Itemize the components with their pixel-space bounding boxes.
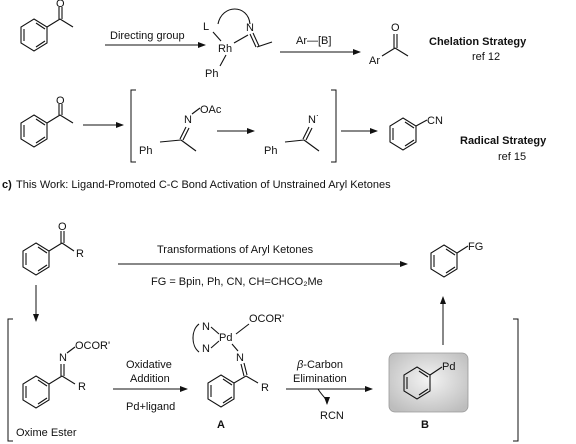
pd-ligand-label: Pd+ligand — [126, 401, 175, 413]
oxygen-label: O — [58, 221, 67, 233]
intermediate-B-label: B — [421, 419, 429, 431]
oxidative-label: Oxidative — [126, 359, 172, 371]
phenyl-label: Ph — [264, 145, 277, 157]
transformations-title: Transformations of Aryl Ketones — [157, 244, 314, 256]
phenyl-label: Ph — [139, 145, 152, 157]
left-bracket — [130, 89, 136, 163]
fg-label: FG — [468, 241, 483, 253]
rcn-label: RCN — [320, 410, 344, 422]
nitrogen-label: N — [236, 352, 244, 364]
mechanism-left-bracket — [7, 318, 13, 442]
functionalized-arene: FG — [430, 241, 483, 278]
palladium-complex-A: N N Pd OCOR' N R — [192, 313, 284, 408]
nitrogen-label: N — [246, 22, 254, 34]
phenyl-label: Ph — [205, 68, 218, 80]
acetophenone-2: O — [20, 95, 74, 148]
section-c-title: This Work: Ligand-Promoted C-C Bond Acti… — [16, 179, 391, 191]
fg-list: FG = Bpin, Ph, CN, CH=CHCO₂Me — [151, 276, 323, 288]
aryl-ketone-substrate: O R — [22, 221, 84, 276]
oxime-ester-label: Oxime Ester — [16, 427, 77, 439]
nitrogen-label: N — [59, 352, 67, 364]
aryl-pd-highlight-box — [388, 352, 469, 413]
elimination-label: Elimination — [293, 373, 347, 385]
acetophenone-1: O — [20, 0, 74, 52]
ar-label: Ar — [369, 55, 380, 67]
beta-carbon-label: β-Carbon — [296, 359, 343, 371]
oxime-acetate: N OAc Ph — [139, 104, 222, 157]
mechanism-right-bracket — [513, 318, 519, 442]
oxygen-label: O — [56, 0, 65, 10]
intermediate-A-label: A — [217, 419, 225, 431]
rhodacycle: L Rh N Ph — [203, 8, 273, 80]
this-work-scheme: O R Transformations of Aryl Ketones FG =… — [7, 221, 519, 442]
ocor-label: OCOR' — [75, 340, 110, 352]
chelation-strategy-title: Chelation Strategy — [429, 36, 527, 48]
section-c-label: c) — [2, 179, 12, 191]
aryl-ketone-product: Ar O — [369, 22, 409, 67]
beta-carbon-text: -Carbon — [303, 359, 343, 371]
oxygen-label: O — [56, 95, 65, 107]
cn-label: CN — [427, 115, 443, 127]
directing-group-label: Directing group — [110, 30, 185, 42]
pd-label: Pd — [219, 332, 232, 344]
pd-label: Pd — [442, 361, 455, 373]
ligand-n-label: N — [202, 343, 210, 355]
nitrogen-label: N — [184, 114, 192, 126]
oxime-ester: N OCOR' R — [22, 340, 110, 409]
ocor-label: OCOR' — [249, 313, 284, 325]
oxygen-label: O — [391, 22, 400, 34]
arylboron-reagent-label: Ar—[B] — [296, 35, 331, 47]
r-label: R — [261, 382, 269, 394]
right-bracket — [331, 89, 337, 163]
ligand-L-label: L — [203, 21, 209, 33]
section-c-heading: c) This Work: Ligand-Promoted C-C Bond A… — [2, 179, 391, 191]
r-label: R — [76, 248, 84, 260]
radical-strategy-title: Radical Strategy — [460, 135, 547, 147]
rcn-release-arrow — [317, 388, 330, 405]
iminyl-radical: N˙ Ph — [264, 114, 320, 157]
oac-label: OAc — [200, 104, 222, 116]
r-label: R — [78, 381, 86, 393]
rh-label: Rh — [218, 43, 232, 55]
beta-symbol: β — [296, 359, 304, 371]
radical-row: O N OAc Ph N˙ Ph — [20, 89, 547, 163]
radical-ref: ref 15 — [498, 151, 526, 163]
iminyl-nitrogen-label: N˙ — [308, 114, 320, 126]
benzonitrile: CN — [389, 115, 443, 151]
ligand-n-label: N — [202, 321, 210, 333]
chelation-row: O Directing group L Rh N Ph Ar—[B] Ar O — [20, 0, 527, 80]
chelation-ref: ref 12 — [472, 51, 500, 63]
aryl-palladium-B: Pd — [403, 361, 455, 400]
addition-label: Addition — [130, 373, 170, 385]
